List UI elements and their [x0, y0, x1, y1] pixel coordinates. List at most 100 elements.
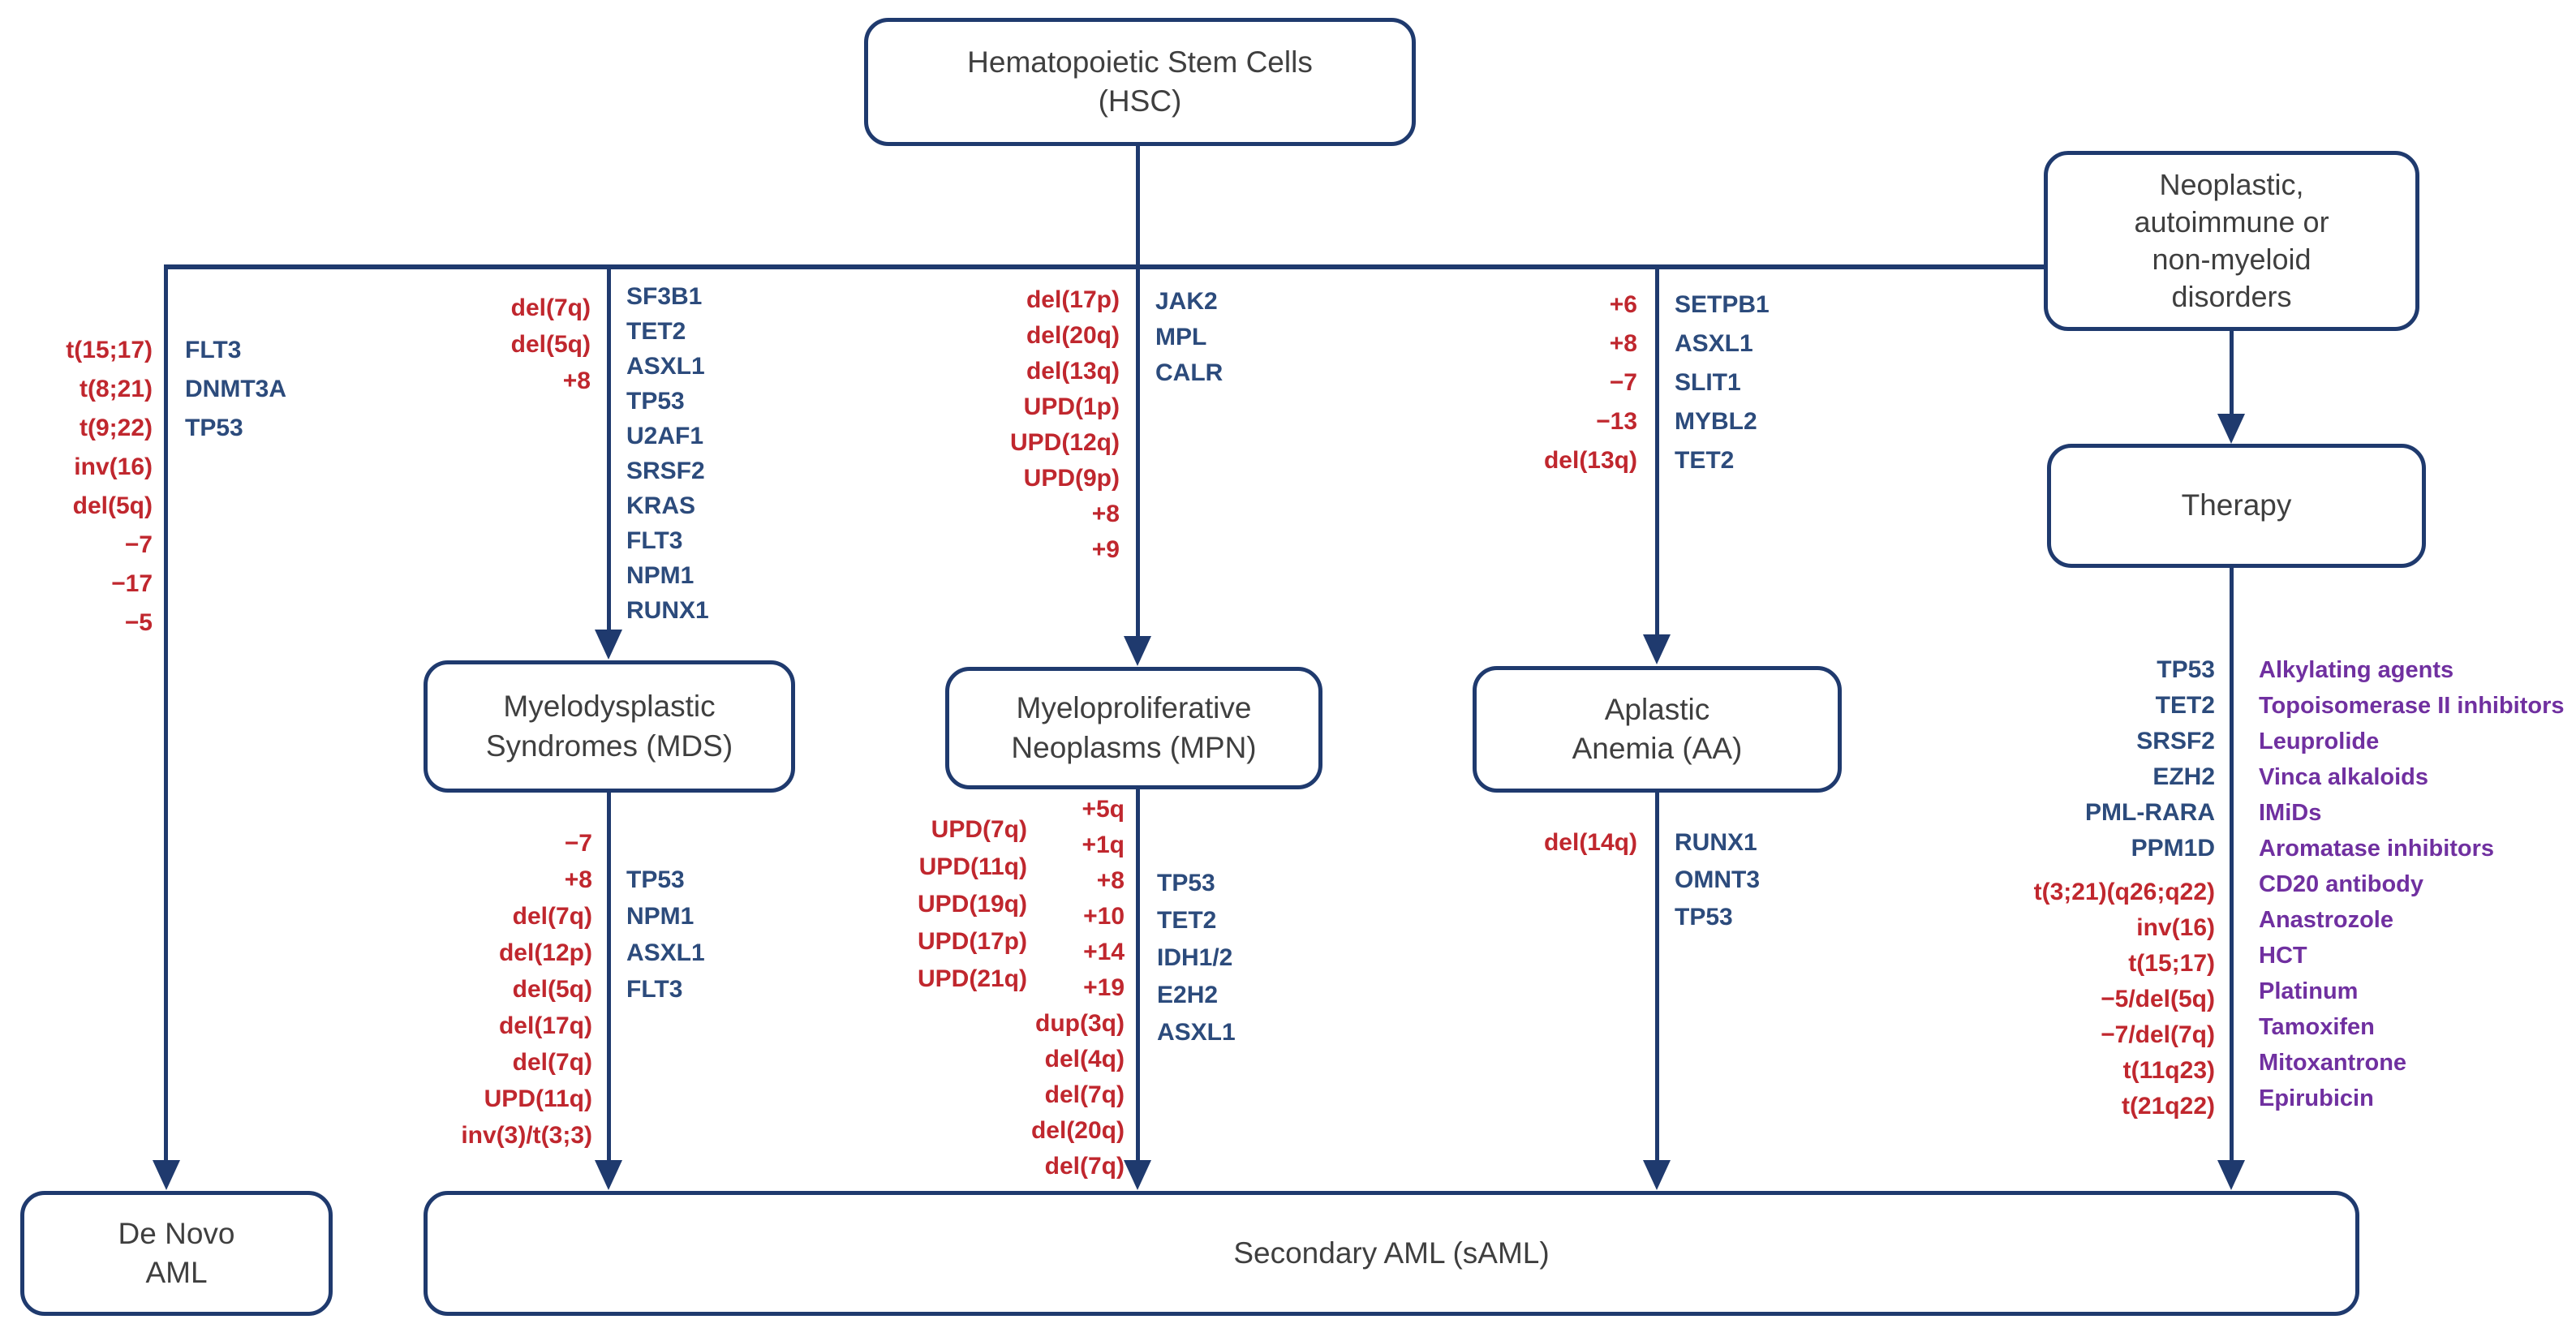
list-item: MYBL2 [1675, 408, 1757, 435]
arrowhead-mds-bottom [595, 1160, 622, 1190]
list-item: SRSF2 [2136, 728, 2215, 754]
list-item: dup(3q) [1035, 1010, 1125, 1037]
connector-mds-vertical-top [607, 264, 611, 630]
list-item: del(20q) [1030, 1117, 1125, 1144]
list-item: TP53 [185, 415, 243, 441]
arrowhead-therapy [2217, 414, 2245, 444]
list-item: SETPB1 [1675, 291, 1770, 318]
list-item: RUNX1 [1675, 829, 1757, 856]
list-item: t(3;21)(q26;q22) [2033, 879, 2215, 905]
list-item: +5q [1082, 796, 1125, 823]
list-item: del(7q) [1044, 1153, 1125, 1180]
list-item: Platinum [2259, 978, 2359, 1004]
list-item: EZH2 [2152, 763, 2215, 790]
list-item: SF3B1 [626, 283, 703, 310]
list-item: del(17q) [498, 1012, 592, 1039]
node-neoplastic-disorders: Neoplastic, autoimmune or non-myeloid di… [2044, 151, 2419, 331]
list-item: TP53 [1157, 870, 1215, 896]
list-item: +8 [1091, 501, 1120, 527]
list-item: IDH1/2 [1157, 944, 1233, 971]
list-item: PPM1D [2131, 835, 2215, 862]
node-denovo-aml: De Novo AML [20, 1191, 333, 1316]
list-item: PML-RARA [2085, 799, 2215, 826]
list-item: −13 [1596, 408, 1637, 435]
arrowhead-denovo [153, 1160, 180, 1190]
list-item: +8 [1096, 867, 1125, 894]
arrowhead-aa-top [1643, 634, 1671, 664]
connector-neoplastic-to-therapy [2230, 331, 2234, 414]
list-item: IMiDs [2259, 800, 2322, 826]
list-item: −7 [564, 830, 592, 857]
node-mpn: Myeloproliferative Neoplasms (MPN) [945, 667, 1322, 789]
list-item: UPD(11q) [484, 1085, 592, 1112]
connector-denovo-vertical [164, 264, 168, 1160]
list-item: del(20q) [1026, 322, 1120, 349]
list-item: MPL [1155, 324, 1207, 350]
node-therapy: Therapy [2047, 444, 2426, 568]
list-item: del(7q) [512, 903, 592, 930]
connector-mds-vertical-bottom [607, 791, 611, 1160]
list-item: t(8;21) [79, 376, 153, 402]
list-item: UPD(11q) [918, 853, 1027, 880]
therapy-cytogenetics-list: t(3;21)(q26;q22)inv(16)t(15;17)−5/del(5q… [1892, 875, 2215, 1124]
list-item: del(13q) [1543, 447, 1637, 474]
list-item: UPD(12q) [1009, 429, 1120, 456]
list-item: Aromatase inhibitors [2259, 836, 2495, 862]
list-item: TP53 [626, 388, 685, 415]
connector-main-horizontal [164, 264, 2045, 269]
list-item: inv(3)/t(3;3) [461, 1122, 592, 1149]
list-item: Mitoxantrone [2259, 1050, 2407, 1076]
connector-hsc-down [1136, 146, 1140, 268]
list-item: del(14q) [1543, 829, 1637, 856]
list-item: t(9;22) [79, 415, 153, 441]
list-item: UPD(21q) [917, 965, 1027, 992]
arrowhead-mpn-top [1124, 636, 1151, 666]
node-mds: Myelodysplastic Syndromes (MDS) [424, 660, 795, 793]
list-item: del(5q) [510, 331, 591, 358]
list-item: OMNT3 [1675, 866, 1760, 893]
list-item: Epirubicin [2259, 1085, 2374, 1111]
list-item: +19 [1083, 974, 1125, 1001]
list-item: TET2 [1675, 447, 1735, 474]
list-item: t(15;17) [2128, 950, 2215, 977]
list-item: +10 [1083, 903, 1125, 930]
list-item: t(15;17) [66, 337, 153, 363]
list-item: −7/del(7q) [2101, 1021, 2215, 1048]
list-item: U2AF1 [626, 423, 704, 449]
list-item: ASXL1 [626, 939, 705, 966]
list-item: JAK2 [1155, 288, 1218, 315]
list-item: CD20 antibody [2259, 871, 2424, 897]
list-item: SRSF2 [626, 458, 705, 484]
list-item: +8 [564, 866, 592, 893]
list-item: Leuprolide [2259, 729, 2380, 754]
list-item: UPD(9p) [1023, 465, 1120, 492]
list-item: ASXL1 [1675, 330, 1753, 357]
list-item: ASXL1 [1157, 1019, 1236, 1046]
list-item: TET2 [2155, 692, 2215, 719]
list-item: ASXL1 [626, 353, 705, 380]
list-item: Tamoxifen [2259, 1014, 2375, 1040]
connector-therapy-vertical [2230, 566, 2234, 1160]
list-item: E2H2 [1157, 982, 1219, 1008]
list-item: −17 [111, 570, 153, 597]
connector-mpn-vertical-bottom [1136, 788, 1140, 1160]
mds-top-cytogenetics-list: del(7q)del(5q)+8 [428, 290, 591, 399]
node-hsc: Hematopoietic Stem Cells (HSC) [864, 18, 1416, 146]
list-item: +1q [1082, 832, 1125, 858]
list-item: FLT3 [626, 527, 683, 554]
list-item: TP53 [626, 866, 685, 893]
list-item: del(13q) [1026, 358, 1120, 385]
list-item: del(7q) [512, 1049, 592, 1076]
list-item: NPM1 [626, 562, 695, 589]
list-item: t(21q22) [2121, 1093, 2215, 1120]
list-item: UPD(1p) [1023, 393, 1120, 420]
list-item: NPM1 [626, 903, 695, 930]
